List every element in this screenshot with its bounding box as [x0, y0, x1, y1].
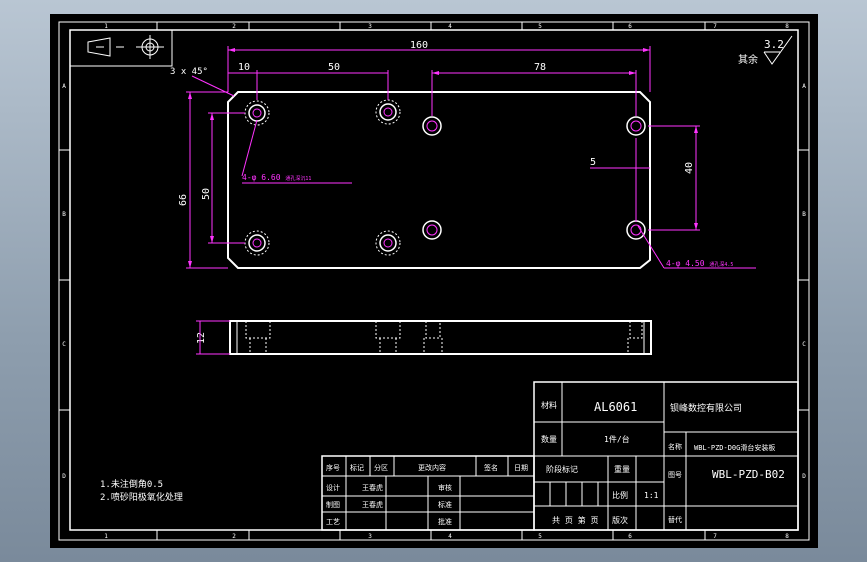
replace-label: 替代 — [668, 515, 682, 524]
design-label: 设计 — [326, 483, 340, 492]
rev-header: 序号 — [326, 463, 340, 472]
col-label: 5 — [538, 23, 542, 30]
column-labels-bottom: 1 2 3 4 5 6 7 8 — [104, 533, 789, 540]
dim-edge-5: 5 — [590, 157, 596, 168]
scale-label: 比例 — [612, 490, 628, 500]
row-label: C — [802, 341, 806, 348]
col-label: 3 — [368, 533, 372, 540]
title-block — [321, 381, 799, 531]
approve-label: 批准 — [438, 517, 452, 526]
dim-edge-offset: 10 — [238, 62, 250, 73]
col-label: 8 — [785, 23, 789, 30]
plate-side-view — [196, 320, 652, 355]
rev-header: 分区 — [374, 463, 388, 472]
material-value: AL6061 — [594, 400, 637, 414]
rev-header: 日期 — [514, 464, 528, 472]
rev-header: 标记 — [350, 463, 364, 472]
roughness-prefix: 其余 — [738, 53, 758, 66]
technical-notes: 1.未注倒角0.5 2.喷砂阳极氧化处理 — [100, 478, 183, 503]
std-label: 标准 — [438, 500, 452, 509]
plate-plan-view — [227, 91, 651, 269]
side-outline — [229, 320, 652, 355]
hole-counterbore — [375, 230, 401, 256]
hole-callout-a: 4-φ 6.60 通孔深沉11 — [242, 173, 311, 182]
title-block-text: 材料 AL6061 钡峰数控有限公司 数量 1件/台 名称 WBL-PZD-D0… — [326, 400, 785, 526]
rev-header: 更改内容 — [418, 463, 446, 472]
material-label: 材料 — [541, 400, 557, 410]
plate-outline — [227, 91, 651, 269]
dim-chamfer: 3 x 45° — [170, 67, 208, 77]
row-label: B — [62, 211, 66, 218]
quantity-value: 1件/台 — [604, 434, 630, 444]
hole-callouts: 4-φ 6.60 通孔深沉11 4-φ 4.50 通孔深4.5 — [242, 173, 733, 268]
drawing-no-label: 图号 — [668, 471, 682, 479]
col-label: 7 — [713, 533, 717, 540]
dim-thickness-12: 12 — [196, 332, 207, 344]
dim-hole-spacing-50: 50 — [328, 62, 340, 73]
col-label: 6 — [628, 533, 632, 540]
col-label: 7 — [713, 23, 717, 30]
row-label: A — [802, 83, 806, 90]
stage-mark-label: 阶段标记 — [546, 464, 578, 474]
roughness-symbol: 其余 3.2 — [738, 35, 793, 66]
sheet-count: 共 页 第 页 — [552, 515, 598, 525]
col-label: 4 — [448, 23, 452, 30]
hole-callout-b: 4-φ 4.50 通孔深4.5 — [666, 259, 733, 268]
col-label: 6 — [628, 23, 632, 30]
hole-small — [626, 116, 646, 136]
draw-label: 制图 — [326, 500, 340, 509]
row-label: B — [802, 211, 806, 218]
dim-total-length: 160 — [410, 40, 428, 51]
process-label: 工艺 — [326, 518, 340, 526]
company-name: 钡峰数控有限公司 — [670, 402, 742, 414]
drawing-sheet — [50, 14, 818, 548]
row-label: A — [62, 83, 66, 90]
rev-header: 签名 — [484, 463, 498, 472]
dim-hole-spacing-78: 78 — [534, 62, 546, 73]
note-line: 1.未注倒角0.5 — [100, 478, 163, 490]
hole-small — [422, 116, 442, 136]
col-label: 1 — [104, 533, 108, 540]
dimension-lines — [186, 46, 756, 269]
row-label: D — [802, 473, 806, 480]
row-label: D — [62, 473, 66, 480]
hole-small — [422, 220, 442, 240]
outer-frame — [58, 21, 810, 541]
design-name: 王春虎 — [362, 483, 383, 492]
col-label: 8 — [785, 533, 789, 540]
col-label: 2 — [232, 533, 236, 540]
note-line: 2.喷砂阳极氧化处理 — [100, 491, 183, 503]
drawing-number: WBL-PZD-B02 — [712, 468, 785, 481]
col-label: 4 — [448, 533, 452, 540]
name-label: 名称 — [668, 442, 682, 451]
review-label: 审核 — [438, 483, 452, 492]
dim-hole-vspacing-40: 40 — [684, 162, 695, 174]
roughness-check-icon — [763, 35, 793, 65]
part-name: WBL-PZD-D0G滑台安装板 — [694, 443, 775, 452]
row-label: C — [62, 341, 66, 348]
dimension-texts: 160 3 x 45° 10 50 78 66 50 40 5 12 — [170, 40, 695, 344]
scale-value: 1:1 — [644, 491, 659, 500]
dim-hole-vspacing-50: 50 — [201, 188, 212, 200]
col-label: 1 — [104, 23, 108, 30]
column-labels-top: 1 2 3 4 5 6 7 8 — [104, 23, 789, 30]
col-label: 3 — [368, 23, 372, 30]
side-hidden-holes — [245, 321, 645, 354]
draw-name: 王春虎 — [362, 500, 383, 509]
version-label: 版次 — [612, 515, 628, 525]
dimension-arrows — [188, 48, 698, 268]
col-label: 5 — [538, 533, 542, 540]
row-labels: A B C D A B C D — [62, 83, 806, 480]
frame-ticks — [59, 22, 809, 540]
col-label: 2 — [232, 23, 236, 30]
projection-symbol-icon — [69, 29, 173, 67]
weight-label: 重量 — [614, 464, 630, 474]
roughness-value: 3.2 — [764, 38, 784, 51]
quantity-label: 数量 — [541, 434, 557, 444]
dim-height-66: 66 — [178, 194, 189, 206]
